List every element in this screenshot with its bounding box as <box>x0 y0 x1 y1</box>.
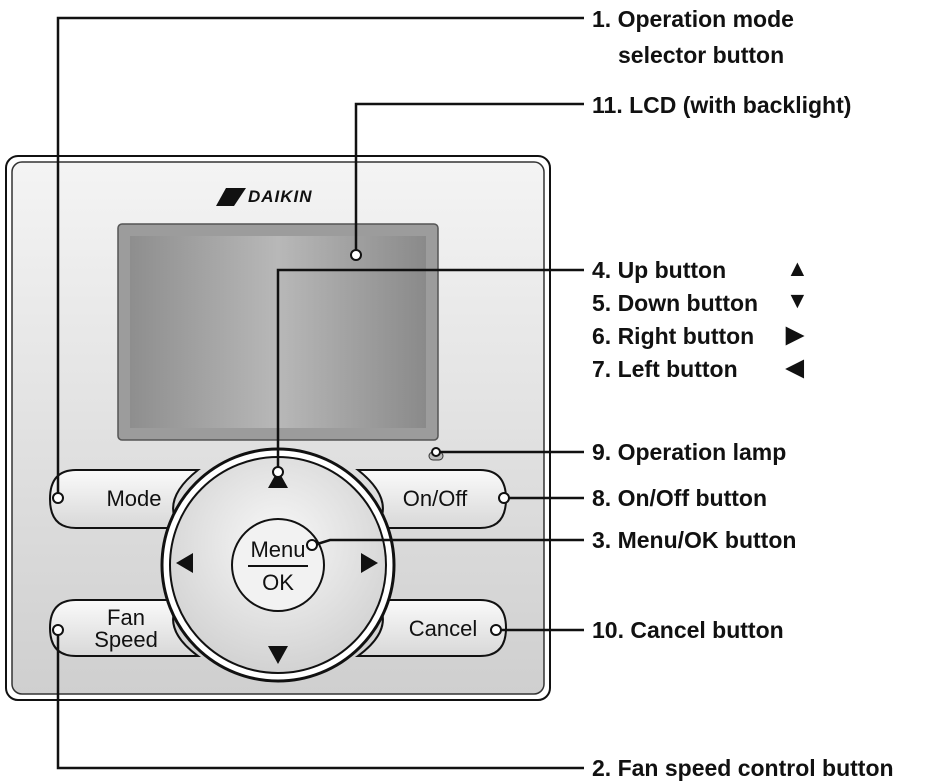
mode-button-label[interactable]: Mode <box>106 486 162 511</box>
left-arrow-icon <box>176 553 193 573</box>
fan-speed-button-label-line2[interactable]: Speed <box>94 627 158 652</box>
callout-1-line2: selector button <box>618 42 785 68</box>
leader-4 <box>276 268 584 472</box>
callout-8: 8. On/Off button <box>592 485 768 511</box>
callout-11: 11. LCD (with backlight) <box>592 92 852 118</box>
on-off-button-label[interactable]: On/Off <box>402 486 468 511</box>
on-off-button <box>355 469 508 529</box>
right-arrow-icon <box>361 553 378 573</box>
leader-lines <box>56 16 584 770</box>
right-triangle-icon: ▶ <box>786 321 804 347</box>
daikin-logo-icon <box>216 188 246 206</box>
left-triangle-icon: ◀ <box>786 354 804 380</box>
callout-2: 2. Fan speed control button <box>592 755 894 781</box>
menu-button-label[interactable]: Menu <box>250 537 306 562</box>
ok-button-label[interactable]: OK <box>262 570 294 595</box>
leader-3 <box>313 538 584 547</box>
callout-9: 9. Operation lamp <box>592 439 787 465</box>
callout-10: 10. Cancel button <box>592 617 784 643</box>
fan-speed-button <box>48 599 202 657</box>
up-arrow-icon <box>268 470 288 488</box>
mode-button <box>48 469 201 529</box>
callout-4-text: 4. Up button <box>592 257 727 283</box>
leader-1 <box>56 16 584 498</box>
leader-2 <box>56 630 584 770</box>
fan-speed-button-label-line1[interactable]: Fan <box>107 605 145 630</box>
callout-6: 6. Right button <box>592 323 755 349</box>
callout-3: 3. Menu/OK button <box>592 527 797 553</box>
callout-1-line1: 1. Operation mode <box>592 6 794 32</box>
down-triangle-icon: ▼ <box>786 287 809 313</box>
down-arrow-icon <box>268 646 288 664</box>
brand-logo-text: DAIKIN <box>248 187 313 206</box>
up-triangle-icon: ▲ <box>786 255 809 281</box>
cancel-button-label[interactable]: Cancel <box>408 616 478 641</box>
leader-11 <box>354 102 584 255</box>
cancel-button <box>354 599 508 657</box>
callout-4: 4. Up button <box>592 259 726 282</box>
callout-7: 7. Left button <box>592 356 738 382</box>
callout-5: 5. Down button <box>592 290 759 316</box>
leader-dots <box>52 249 510 636</box>
